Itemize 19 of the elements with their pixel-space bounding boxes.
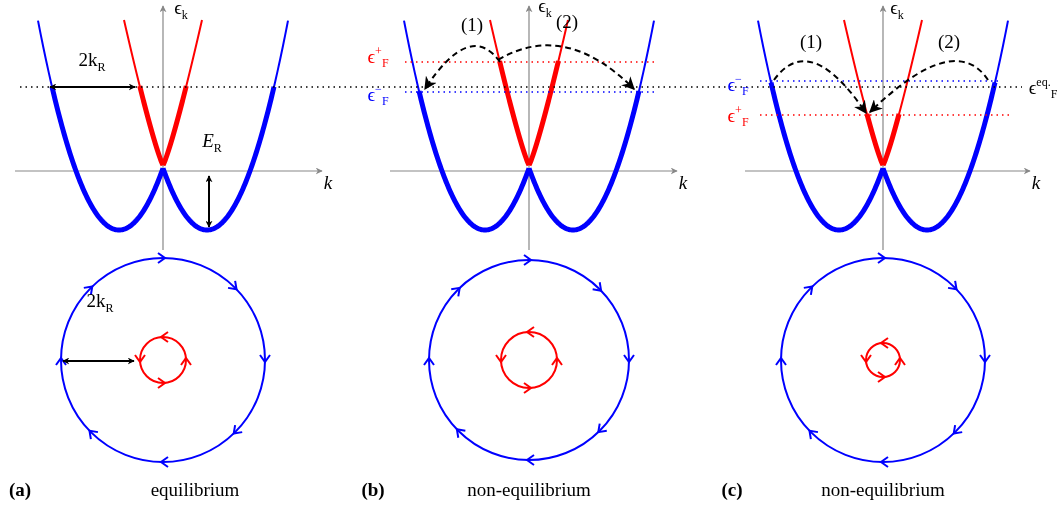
math-label: (2): [555, 11, 579, 33]
math-label: E$_{R}$: [202, 131, 222, 155]
caption: equilibrium: [150, 479, 240, 501]
math-label: ϵ$_{k}$: [538, 0, 552, 20]
math-label: 2k$_{R}$: [86, 291, 114, 315]
math-label: k: [1031, 172, 1041, 194]
math-label: ϵ$_{k}$: [890, 0, 904, 22]
math-label: 2k$_{R}$: [78, 50, 106, 74]
math-label: (2): [937, 31, 961, 53]
caption: non-equilibrium: [467, 479, 591, 501]
math-label: k: [678, 172, 688, 194]
math-label: (1): [460, 14, 484, 36]
panel-label: (a): [8, 479, 32, 501]
math-label: k: [323, 172, 333, 194]
caption: non-equilibrium: [821, 479, 945, 501]
panel-label: (b): [361, 479, 385, 501]
math-label: ϵ$_{k}$: [174, 0, 188, 22]
math-label: (1): [799, 31, 823, 53]
panel-label: (c): [721, 479, 743, 501]
